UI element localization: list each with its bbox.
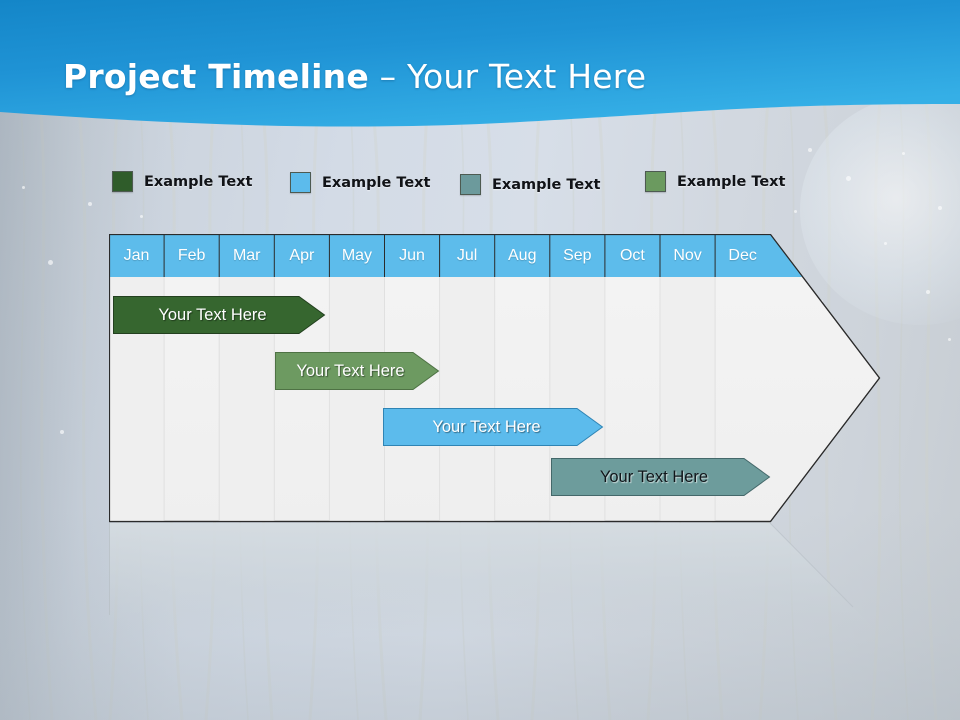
bottom-vignette xyxy=(0,510,960,720)
legend-label-1: Example Text xyxy=(144,173,253,190)
header-wave-shape xyxy=(0,0,960,127)
title-strong: Project Timeline xyxy=(63,57,369,96)
legend-label-4: Example Text xyxy=(677,173,786,190)
chart-reflection xyxy=(109,522,880,633)
header-banner: Project Timeline – Your Text Here xyxy=(0,0,960,140)
title-dash: – xyxy=(368,57,408,96)
legend-item-4: Example Text xyxy=(645,171,785,192)
page-title: Project Timeline – Your Text Here xyxy=(63,57,646,96)
legend-item-3: Example Text xyxy=(460,174,600,195)
legend-swatch-4 xyxy=(645,171,666,192)
timeline-bar-shape-3 xyxy=(383,408,604,446)
timeline-bar-shape-1 xyxy=(113,296,326,334)
timeline-bar-3[interactable]: Your Text Here xyxy=(383,408,604,446)
timeline-bar-1[interactable]: Your Text Here xyxy=(113,296,326,334)
reflection-shape xyxy=(109,522,879,633)
timeline-arrow-body xyxy=(109,234,881,523)
legend-swatch-1 xyxy=(112,171,133,192)
legend-swatch-3 xyxy=(460,174,481,195)
timeline-bar-2[interactable]: Your Text Here xyxy=(275,352,440,390)
legend-item-1: Example Text xyxy=(112,171,252,192)
title-light: Your Text Here xyxy=(407,57,647,96)
timeline-bar-shape-4 xyxy=(551,458,771,496)
legend-item-2: Example Text xyxy=(290,172,430,193)
legend-label-3: Example Text xyxy=(492,176,601,193)
legend-swatch-2 xyxy=(290,172,311,193)
legend-label-2: Example Text xyxy=(322,174,431,191)
timeline-bar-4[interactable]: Your Text Here xyxy=(551,458,771,496)
timeline-bar-shape-2 xyxy=(275,352,440,390)
